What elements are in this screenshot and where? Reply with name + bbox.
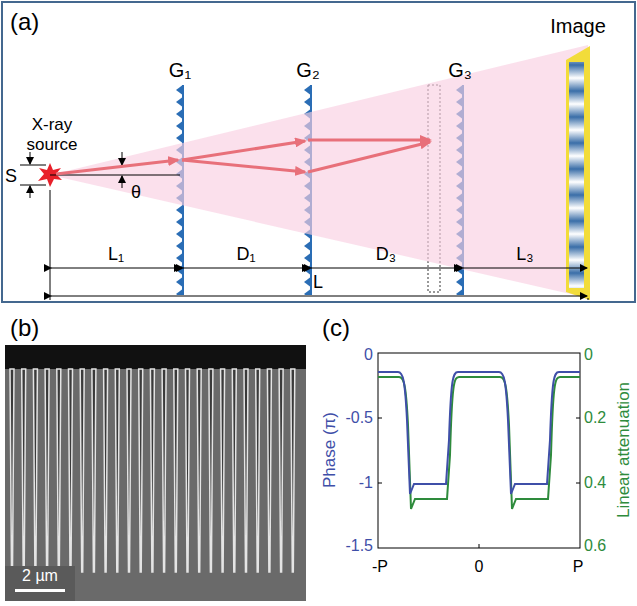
tick-label: P [573,558,584,576]
grating-label: G₁ [169,59,191,82]
detector-frame [566,46,590,300]
axis-title: Phase (π) [320,412,340,488]
fringe-pattern [569,62,584,288]
distance-label: D₃ [376,244,396,265]
tick-label: 0 [475,558,484,576]
distance-label: L [313,272,323,293]
phase-curve [378,372,580,494]
grating-label: G₃ [448,59,472,82]
tick-label: -1 [359,474,373,492]
distance-label: L₁ [108,244,124,265]
scale-label: 2 µm [22,567,58,585]
beam-cone [50,45,588,298]
axis-title: Linear attenuation [614,382,634,518]
tick-label: 0 [584,346,593,364]
distance-label: D₁ [236,244,255,265]
panel-letter: (c) [322,314,350,342]
tick-label: 0.6 [584,537,606,555]
panel-letter: (a) [10,8,39,36]
tick-label: -0.5 [345,409,373,427]
panel-letter: (b) [10,314,39,342]
angle-label: θ [131,182,141,203]
detector-label: Image [550,15,606,38]
tick-label: -1.5 [345,537,373,555]
dimension-lines [50,190,588,300]
ray-paths [56,140,430,174]
source-label: X-ray source [16,115,88,154]
tick-label: 0.4 [584,474,606,492]
tick-label: 0 [364,346,373,364]
scale-bar [15,589,65,592]
sem-image [5,345,306,601]
tick-label: 0.2 [584,409,606,427]
tick-label: -P [372,558,388,576]
grating-label: G₂ [296,59,319,82]
panel-frame [2,2,635,302]
plot-axes [378,353,580,548]
distance-label: L₃ [516,244,533,265]
size-label: S [5,166,17,187]
